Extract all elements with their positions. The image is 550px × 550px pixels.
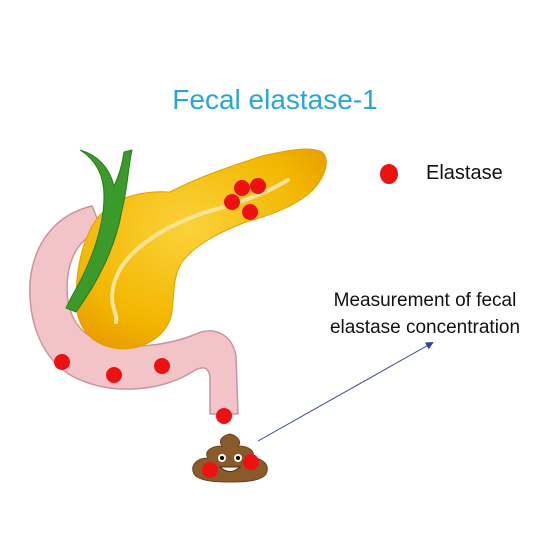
legend-elastase-dot: [380, 164, 398, 184]
diagram-title: Fecal elastase-1: [172, 84, 378, 115]
elastase-dot: [234, 180, 250, 196]
legend-elastase-label: Elastase: [426, 162, 503, 184]
annotation-line-2: elastase concentration: [329, 317, 521, 338]
elastase-dot: [154, 358, 170, 374]
elastase-dot: [224, 194, 240, 210]
elastase-dot: [216, 408, 232, 424]
measurement-arrow: [257, 342, 434, 442]
elastase-dot: [54, 354, 70, 370]
elastase-dot: [250, 178, 266, 194]
annotation-line-1: Measurement of fecal: [333, 290, 517, 311]
bile-duct: [65, 149, 133, 313]
elastase-dot: [202, 462, 218, 478]
elastase-dot: [106, 367, 122, 383]
elastase-dot: [243, 454, 259, 470]
elastase-dot: [242, 204, 258, 220]
duodenum: [29, 205, 239, 415]
pancreas: [75, 148, 327, 350]
measurement-annotation: Measurement of fecal elastase concentrat…: [300, 287, 550, 341]
